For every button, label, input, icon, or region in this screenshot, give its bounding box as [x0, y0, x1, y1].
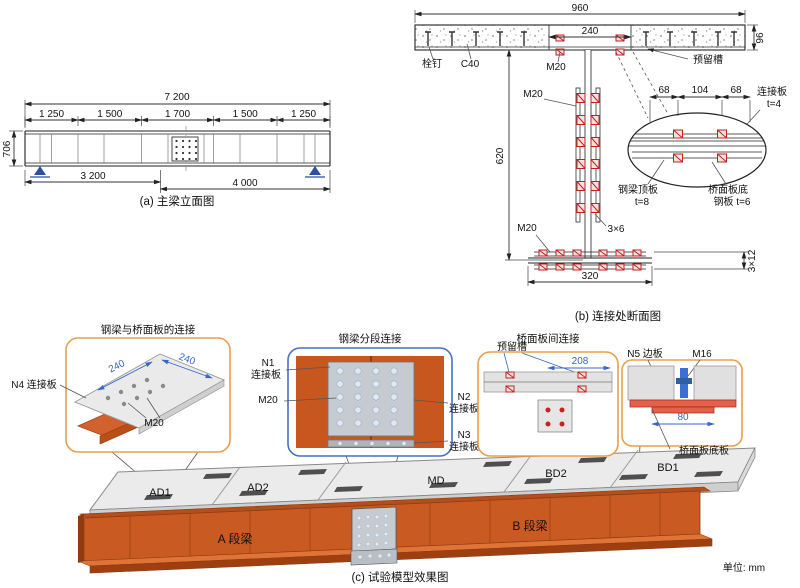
dim-68a: 68: [658, 85, 670, 96]
dim-bottom-right: 4 000: [232, 178, 257, 189]
dim-seg-5: 1 250: [291, 109, 316, 120]
n4-plate-label: N4 连接板: [11, 378, 57, 391]
segment-ad2: AD2: [247, 482, 268, 494]
callout-deck-joint: 桥面板间连接 预留槽 208: [477, 332, 619, 457]
girder-3d: A 段梁 B 段梁: [77, 486, 713, 574]
dim-slab-width: 960: [572, 3, 589, 14]
beam-b-label: B 段梁: [512, 518, 547, 533]
deck-joints: [211, 449, 639, 506]
detail-ellipse: [627, 112, 767, 188]
dim-seg-2: 1 500: [97, 109, 122, 120]
dim-bottom-left: 3 200: [80, 171, 105, 182]
callout3-plan-bolts: [545, 407, 565, 427]
callout2-title: 钢梁分段连接: [339, 332, 402, 345]
studs: [425, 31, 737, 46]
n1-plate-label-1: N1: [262, 358, 275, 369]
stud-label: 栓钉: [422, 57, 442, 70]
callout3-dim-208: 208: [572, 356, 589, 367]
segment-bd2: BD2: [545, 468, 566, 480]
girder-stiffeners: [129, 493, 661, 559]
detail-ellipse-content: [628, 129, 766, 163]
dim-flange-width: 320: [582, 271, 599, 282]
panel-c-model: AD1 AD2 MD BD2 BD1 A 段梁 B 段梁: [11, 323, 765, 584]
panel-b-section: 960 240 96 栓钉 C40 预留槽 620 M20 M20 M20 3×…: [414, 3, 787, 323]
beam-body: [24, 126, 331, 172]
callout-segment-connection: 钢梁分段连接 N1 连接板 M20 N2 连接板 N3 连接板: [251, 332, 479, 457]
dim-68b: 68: [730, 85, 742, 96]
panel-b-caption: (b) 连接处断面图: [575, 309, 661, 323]
callout3-title: 桥面板间连接: [517, 332, 580, 345]
dim-seg-1: 1 250: [39, 109, 64, 120]
splice-bolt-dots: [175, 139, 198, 161]
top-plate-label: 钢梁顶板: [618, 183, 658, 196]
dim-flange-bolts-label: 3×12: [747, 249, 758, 272]
panel-a-caption: (a) 主梁立面图: [140, 194, 215, 208]
bottom-flange: [528, 249, 652, 271]
dim-height: 706: [2, 140, 13, 157]
dim-slot-width: 240: [582, 26, 599, 37]
deck-bottom-plate-label: 桥面板底板: [679, 444, 729, 457]
dim-104: 104: [692, 85, 709, 96]
callout2-flange-bolts: [338, 441, 406, 446]
panel-a-elevation: 7 200 1 250 1 500 1 700 1 500 1 250: [2, 92, 331, 208]
callout4-dim-80: 80: [677, 412, 689, 423]
splice-plate-label: 连接板: [757, 85, 787, 98]
dim-web-height: 620: [495, 147, 506, 164]
segment-ad1: AD1: [149, 487, 170, 499]
segment-md: MD: [427, 475, 444, 487]
m20-mid-label: M20: [523, 89, 543, 100]
stiffeners: [39, 134, 316, 163]
top-plate-thickness: t=8: [635, 197, 650, 208]
flange-splice-bolts: [358, 553, 391, 559]
girder-splice-bolts: [356, 513, 389, 548]
callout-deck-connection: 钢梁与桥面板的连接 240 240 N4 连接板 M20: [11, 323, 231, 453]
support-right: [305, 166, 325, 178]
web-splice-plate-right: [595, 87, 601, 223]
unit-note: 单位: mm: [723, 561, 765, 574]
slot-label: 预留槽: [693, 53, 723, 66]
n3-plate-label-1: N3: [458, 430, 471, 441]
n2-plate-label-1: N2: [458, 392, 471, 403]
segment-dims: 1 250 1 500 1 700 1 500 1 250: [24, 109, 331, 126]
callout1-m20-label: M20: [144, 418, 164, 429]
beam-a-label: A 段梁: [218, 531, 253, 546]
dim-total: 7 200: [164, 92, 189, 103]
deck-bottom-plate-red: [629, 399, 737, 408]
callout2-m20-label: M20: [258, 395, 278, 406]
web-splice-plate-left: [575, 87, 581, 223]
n1-plate-label-2: 连接板: [251, 368, 281, 381]
splice-plate-thickness: t=4: [767, 99, 782, 110]
segment-bd1: BD1: [657, 462, 678, 474]
deck-slots: [144, 453, 723, 500]
m20-bottom-label: M20: [517, 223, 537, 234]
callout2-bolts: [336, 367, 398, 427]
panel-c-caption: (c) 试验模型效果图: [351, 570, 448, 584]
dim-seg-3: 1 700: [165, 109, 190, 120]
m16-label: M16: [692, 349, 712, 360]
deck-plate-label: 桥面板底: [708, 183, 748, 196]
concrete-label: C40: [461, 59, 480, 70]
deck-plate-thickness: 钢板 t=6: [714, 195, 751, 208]
callout3-slot-plan: [537, 399, 573, 433]
dim-slab-thickness: 96: [755, 32, 766, 44]
flange-splice-plate: [350, 548, 398, 566]
callout-edge-plate: N5 边板 M16 80 桥面板底板: [621, 347, 743, 457]
n2-plate-label-2: 连接板: [449, 402, 479, 415]
n3-plate-label-2: 连接板: [449, 440, 479, 453]
m20-top-label: M20: [546, 62, 566, 73]
callout1-title: 钢梁与桥面板的连接: [101, 323, 196, 336]
dim-seg-4: 1 500: [233, 109, 258, 120]
dim-web-bolts-label: 3×6: [608, 224, 625, 235]
support-left: [30, 166, 50, 178]
callout3-slot-label: 预留槽: [497, 340, 527, 353]
n5-edge-plate-label: N5 边板: [627, 347, 663, 360]
